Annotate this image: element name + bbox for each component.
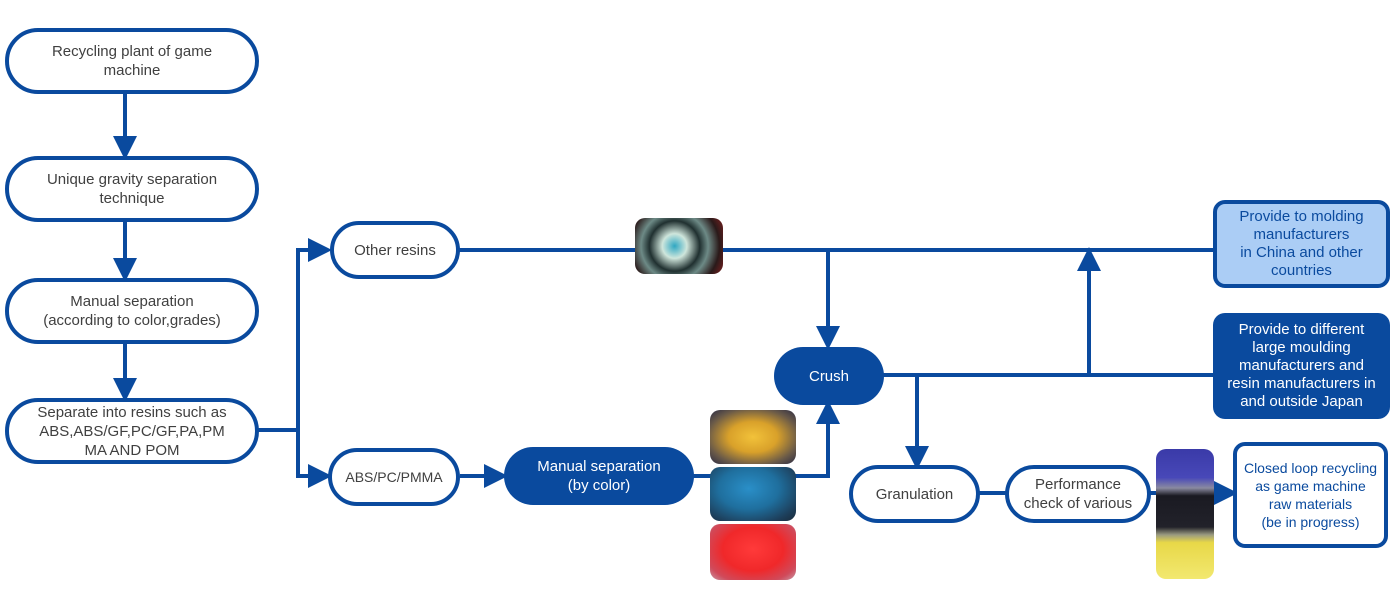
node-recycling-plant: Recycling plant of game machine — [5, 28, 259, 94]
node-other-resins: Other resins — [330, 221, 460, 279]
node-separate-resins: Separate into resins such as ABS,ABS/GF,… — [5, 398, 259, 464]
mixed-resin-flakes-photo — [635, 218, 723, 274]
red-flakes-photo — [710, 524, 796, 580]
node-granulation-label: Granulation — [875, 485, 954, 503]
node-manual-separation-grades: Manual separation (according to color,gr… — [5, 278, 259, 344]
node-other-resins-label: Other resins — [354, 241, 436, 259]
node-provide-japan: Provide to different large moulding manu… — [1213, 313, 1390, 419]
node-manual-separation-grades-label: Manual separation (according to color,gr… — [43, 293, 221, 329]
node-performance-check: Performance check of various — [1005, 465, 1151, 523]
node-provide-china: Provide to molding manufacturers in Chin… — [1213, 200, 1390, 288]
blue-flakes-photo — [710, 467, 796, 521]
node-crush: Crush — [774, 347, 884, 405]
node-closed-loop: Closed loop recycling as game machine ra… — [1233, 442, 1388, 548]
node-gravity-separation-label: Unique gravity separation technique — [46, 171, 218, 207]
node-provide-japan-label: Provide to different large moulding manu… — [1227, 321, 1376, 410]
node-recycling-plant-label: Recycling plant of game machine — [51, 43, 213, 79]
node-abs-pc-pmma-label: ABS/PC/PMMA — [345, 468, 443, 485]
node-closed-loop-label: Closed loop recycling as game machine ra… — [1243, 460, 1378, 530]
pellet-jars-photo — [1156, 449, 1214, 579]
yellow-flakes-photo — [710, 410, 796, 464]
arrow-to-abs-pc-pmma — [296, 430, 332, 488]
node-gravity-separation: Unique gravity separation technique — [5, 156, 259, 222]
node-manual-separation-color: Manual separation (by color) — [504, 447, 694, 505]
node-crush-label: Crush — [808, 367, 849, 385]
arrow-to-other-resins — [258, 238, 332, 432]
node-granulation: Granulation — [849, 465, 980, 523]
node-abs-pc-pmma: ABS/PC/PMMA — [328, 448, 460, 506]
node-provide-china-label: Provide to molding manufacturers in Chin… — [1239, 208, 1364, 279]
node-manual-separation-color-label: Manual separation (by color) — [537, 458, 661, 494]
node-performance-check-label: Performance check of various — [1023, 476, 1133, 512]
node-separate-resins-label: Separate into resins such as ABS,ABS/GF,… — [37, 403, 227, 459]
